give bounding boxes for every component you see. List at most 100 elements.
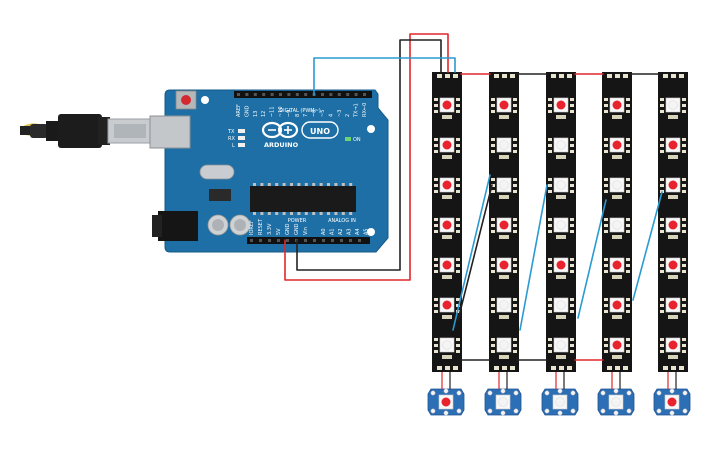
- led-strip[interactable]: [658, 72, 688, 372]
- wire-data-diag-1[interactable]: [452, 174, 491, 331]
- single-led-hole[interactable]: [626, 408, 632, 414]
- strip-pad[interactable]: [559, 74, 564, 78]
- reset-button-icon[interactable]: [175, 90, 197, 110]
- single-led-hole[interactable]: [682, 390, 688, 396]
- single-led-hole[interactable]: [456, 408, 462, 414]
- strip-pad[interactable]: [551, 366, 556, 370]
- header-hole[interactable]: [363, 93, 366, 96]
- wire-data-diag-4[interactable]: [632, 191, 663, 301]
- strip-pad[interactable]: [445, 74, 450, 78]
- strip-pad[interactable]: [510, 74, 515, 78]
- single-led-board[interactable]: [541, 388, 579, 416]
- header-hole[interactable]: [346, 93, 350, 96]
- strip-pad[interactable]: [510, 366, 515, 370]
- led-strip[interactable]: [432, 72, 462, 372]
- single-led-hole[interactable]: [544, 390, 550, 396]
- strip-pad[interactable]: [615, 366, 620, 370]
- strip-pad[interactable]: [607, 366, 612, 370]
- wire-5v-red[interactable]: [284, 33, 449, 281]
- strip-pad[interactable]: [502, 74, 507, 78]
- single-led-hole[interactable]: [613, 410, 619, 416]
- single-led-board[interactable]: [653, 388, 691, 416]
- strip-pad[interactable]: [623, 366, 628, 370]
- strip-pad[interactable]: [551, 74, 556, 78]
- single-led-hole[interactable]: [669, 410, 675, 416]
- header-hole[interactable]: [268, 239, 271, 242]
- header-hole[interactable]: [279, 93, 282, 96]
- strip-pad[interactable]: [437, 74, 442, 78]
- arduino-uno-board[interactable]: TX RX L ON UNO ARDUINO DIGITAL (PWM~) PO…: [149, 89, 389, 253]
- strip-pad[interactable]: [453, 366, 458, 370]
- strip-pad[interactable]: [607, 74, 612, 78]
- strip-pad[interactable]: [494, 366, 499, 370]
- strip-pad[interactable]: [663, 74, 668, 78]
- single-led-board[interactable]: [597, 388, 635, 416]
- wire-data-diag-2[interactable]: [519, 184, 548, 331]
- single-led-hole[interactable]: [669, 388, 675, 394]
- header-hole[interactable]: [349, 239, 352, 242]
- header-hole[interactable]: [262, 93, 266, 96]
- strip-pad[interactable]: [567, 74, 572, 78]
- single-led-hole[interactable]: [430, 408, 436, 414]
- single-led-hole[interactable]: [682, 408, 688, 414]
- strip-pad[interactable]: [559, 366, 564, 370]
- single-led-hole[interactable]: [557, 410, 563, 416]
- header-hole[interactable]: [331, 239, 334, 242]
- strip-pad[interactable]: [679, 366, 684, 370]
- strip-pad[interactable]: [679, 74, 684, 78]
- header-hole[interactable]: [304, 93, 308, 96]
- single-led-board[interactable]: [427, 388, 465, 416]
- strip-pad[interactable]: [502, 366, 507, 370]
- single-led-hole[interactable]: [570, 408, 576, 414]
- header-hole[interactable]: [259, 239, 262, 242]
- single-led-hole[interactable]: [500, 388, 506, 394]
- header-hole[interactable]: [329, 93, 333, 96]
- single-led-hole[interactable]: [430, 390, 436, 396]
- strip-pad[interactable]: [671, 366, 676, 370]
- header-hole[interactable]: [237, 93, 240, 96]
- single-led-hole[interactable]: [656, 408, 662, 414]
- single-led-hole[interactable]: [570, 390, 576, 396]
- wire-data-diag-3[interactable]: [577, 199, 607, 319]
- header-hole[interactable]: [358, 239, 361, 242]
- header-hole[interactable]: [270, 93, 274, 96]
- single-led-hole[interactable]: [487, 408, 493, 414]
- single-led-board[interactable]: [484, 388, 522, 416]
- header-hole[interactable]: [250, 239, 253, 242]
- single-led-hole[interactable]: [500, 410, 506, 416]
- header-hole[interactable]: [277, 239, 280, 242]
- strip-pad[interactable]: [623, 74, 628, 78]
- strip-pad[interactable]: [567, 366, 572, 370]
- strip-pad[interactable]: [615, 74, 620, 78]
- strip-pad[interactable]: [494, 74, 499, 78]
- header-hole[interactable]: [287, 93, 291, 96]
- header-hole[interactable]: [313, 239, 316, 242]
- strip-pad[interactable]: [663, 366, 668, 370]
- header-hole[interactable]: [295, 93, 299, 96]
- wire-gnd-black[interactable]: [296, 39, 442, 271]
- header-hole[interactable]: [321, 93, 324, 96]
- single-led-hole[interactable]: [456, 390, 462, 396]
- single-led-hole[interactable]: [656, 390, 662, 396]
- header-hole[interactable]: [245, 93, 249, 96]
- single-led-hole[interactable]: [600, 390, 606, 396]
- single-led-hole[interactable]: [513, 390, 519, 396]
- single-led-hole[interactable]: [626, 390, 632, 396]
- single-led-hole[interactable]: [600, 408, 606, 414]
- single-led-hole[interactable]: [513, 408, 519, 414]
- strip-pad[interactable]: [671, 74, 676, 78]
- header-hole[interactable]: [304, 239, 307, 242]
- led-strip[interactable]: [602, 72, 632, 372]
- single-led-hole[interactable]: [443, 388, 449, 394]
- led-strip[interactable]: [546, 72, 576, 372]
- single-led-hole[interactable]: [613, 388, 619, 394]
- led-strip[interactable]: [489, 72, 519, 372]
- single-led-hole[interactable]: [557, 388, 563, 394]
- header-hole[interactable]: [354, 93, 358, 96]
- single-led-hole[interactable]: [487, 390, 493, 396]
- wire-data-blue[interactable]: [313, 57, 456, 96]
- wire-data-diag-1b[interactable]: [457, 184, 493, 321]
- strip-pad[interactable]: [437, 366, 442, 370]
- strip-pad[interactable]: [453, 74, 458, 78]
- single-led-hole[interactable]: [544, 408, 550, 414]
